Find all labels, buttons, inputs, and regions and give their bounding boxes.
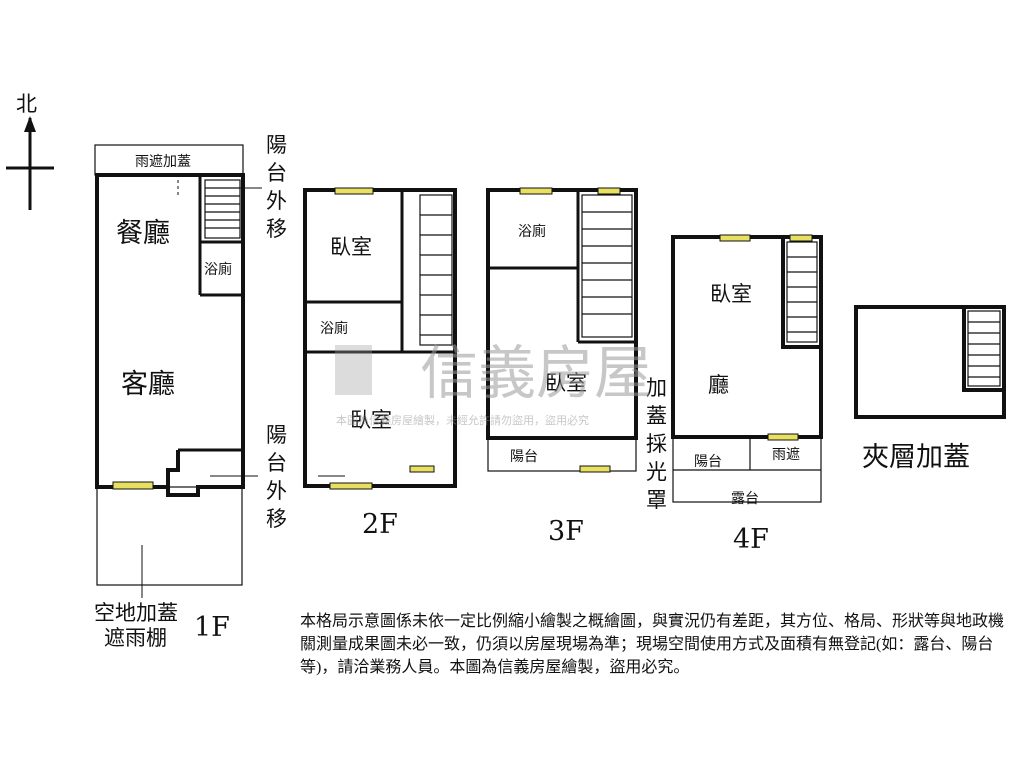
balcony-moved-note-top: 陽 台 外 移 <box>266 133 287 241</box>
awning-4f-label: 雨遮 <box>772 447 800 463</box>
disclaimer-text: 本格局示意圖係未依一定比例縮小繪製之概繪圖，與實況仍有差距，其方位、格局、形狀等… <box>300 613 1005 676</box>
bathroom-2f-label: 浴廁 <box>320 320 348 337</box>
floor-2f: 臥室 浴廁 臥室 2F <box>303 187 457 540</box>
balcony-3f-label: 陽台 <box>510 449 538 465</box>
svg-text:台: 台 <box>266 161 287 185</box>
balcony-moved-note-bottom: 陽 台 外 移 <box>266 423 287 531</box>
yard-label-1: 空地加蓋 <box>94 601 178 625</box>
floor-3f: 浴廁 臥室 陽台 3F <box>486 187 638 547</box>
brand-logo-icon <box>335 345 372 395</box>
svg-text:移: 移 <box>266 217 287 241</box>
watermark: 信義房屋 本圖為信義房屋繪製，未經允許請勿盜用，盜用必究 <box>335 339 652 427</box>
floor-4f: 臥室 廳 陽台 雨遮 露台 4F <box>671 234 823 555</box>
floor-1f-label: 1F <box>194 612 230 643</box>
bathroom-1f-label: 浴廁 <box>204 261 232 278</box>
svg-text:外: 外 <box>266 189 287 213</box>
floor-1f: 雨遮加蓋 餐廳 浴廁 客廳 空地加蓋 遮雨棚 1F <box>94 144 262 650</box>
svg-text:外: 外 <box>266 479 287 503</box>
bathroom-3f-label: 浴廁 <box>518 223 546 240</box>
floor-mezzanine: 夾層加蓋 <box>854 305 1006 473</box>
terrace-4f-label: 露台 <box>731 491 759 507</box>
svg-text:移: 移 <box>266 507 287 531</box>
skylight-note: 加 蓋 採 光 罩 <box>646 376 667 512</box>
svg-text:加: 加 <box>646 376 667 400</box>
stair-3f <box>581 194 633 338</box>
stair-1f <box>204 179 241 239</box>
floor-3f-label: 3F <box>548 516 584 547</box>
stair-mezzanine <box>967 310 1001 387</box>
north-label: 北 <box>16 92 37 116</box>
svg-text:陽: 陽 <box>266 423 287 447</box>
svg-text:採: 採 <box>646 432 667 456</box>
north-arrow-icon <box>24 116 36 132</box>
stair-4f <box>786 241 818 343</box>
mezzanine-label: 夾層加蓋 <box>862 442 970 473</box>
svg-text:陽: 陽 <box>266 133 287 157</box>
dining-room-label: 餐廳 <box>116 218 170 249</box>
svg-text:罩: 罩 <box>646 488 667 512</box>
hall-4f-label: 廳 <box>708 373 729 397</box>
bedroom-4f-label: 臥室 <box>710 282 752 306</box>
living-room-label: 客廳 <box>121 369 175 400</box>
bedroom-3f-label: 臥室 <box>545 371 587 395</box>
svg-text:蓋: 蓋 <box>646 404 667 428</box>
floor-4f-label: 4F <box>733 524 769 555</box>
bedroom-2f-bottom-label: 臥室 <box>350 408 392 432</box>
watermark-text: 本圖為信義房屋繪製，未經允許請勿盜用，盜用必究 <box>336 413 589 427</box>
awning-1f-label: 雨遮加蓋 <box>135 154 191 170</box>
watermark-brand: 信義房屋 <box>420 339 652 407</box>
balcony-4f-label: 陽台 <box>694 454 722 470</box>
svg-text:台: 台 <box>266 451 287 475</box>
yard-label-2: 遮雨棚 <box>104 626 167 650</box>
window-1f <box>112 481 154 490</box>
north-compass: 北 <box>6 92 54 210</box>
bedroom-2f-top-label: 臥室 <box>330 235 372 259</box>
stair-2f <box>419 194 453 346</box>
svg-text:光: 光 <box>646 460 667 484</box>
floor-2f-label: 2F <box>362 509 398 540</box>
